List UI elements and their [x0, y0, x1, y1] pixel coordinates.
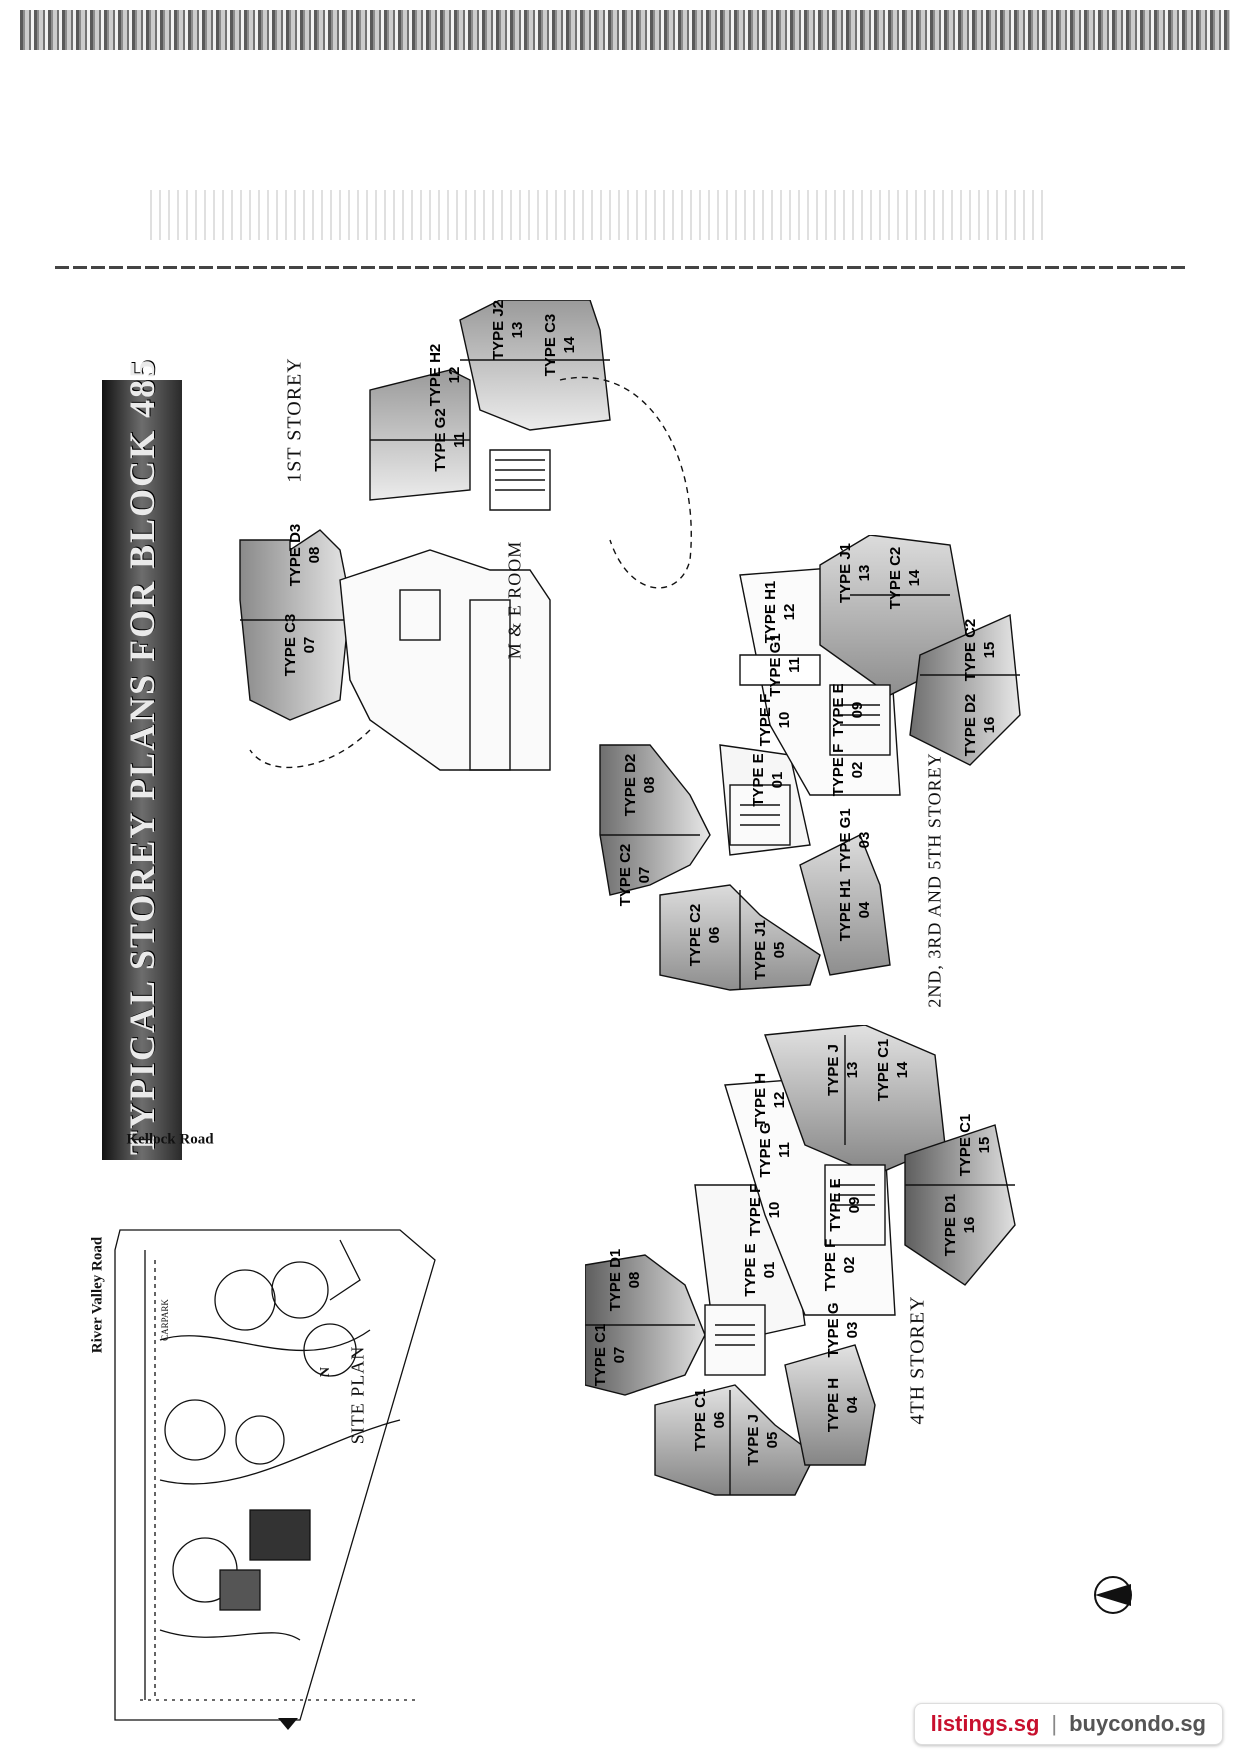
plan-4th-storey-drawing [585, 1025, 1016, 1496]
plan-2nd-storey-label: 2ND, 3RD AND 5TH STOREY [924, 752, 945, 1008]
north-compass-icon [1088, 1570, 1138, 1620]
plan-2nd-storey [590, 535, 1040, 995]
scan-noise-faint [150, 190, 1050, 240]
watermark-separator: | [1051, 1711, 1058, 1736]
watermark-right: buycondo.sg [1069, 1711, 1206, 1736]
scan-noise-header [20, 10, 1230, 50]
plan-4th-storey-label: 4TH STOREY [906, 1295, 929, 1425]
river-valley-road-label: River Valley Road [89, 1236, 106, 1354]
divider-rule [55, 266, 1185, 269]
watermark-left: listings.sg [930, 1711, 1040, 1736]
plan-1st-storey-drawing [239, 300, 692, 771]
plan-1st-storey-label: 1ST STOREY [283, 357, 306, 483]
plan-1st-storey [230, 300, 700, 780]
kellock-road-label: Kellock Road [126, 1131, 214, 1148]
mande-room-label: M & E ROOM [504, 540, 525, 660]
site-plan-north: N [318, 1366, 333, 1378]
plan-2nd-storey-drawing [599, 535, 1021, 991]
carpark-label: CARPARK [160, 1299, 170, 1341]
page-title: TYPICAL STOREY PLANS FOR BLOCK 485 [122, 357, 162, 1155]
site-plan [100, 1180, 440, 1740]
title-bar [102, 380, 182, 1160]
site-plan-drawing [114, 1229, 436, 1730]
watermark: listings.sg | buycondo.sg [913, 1703, 1223, 1745]
plan-4th-storey [585, 1025, 1055, 1505]
site-plan-label: SITE PLAN [347, 1345, 368, 1445]
